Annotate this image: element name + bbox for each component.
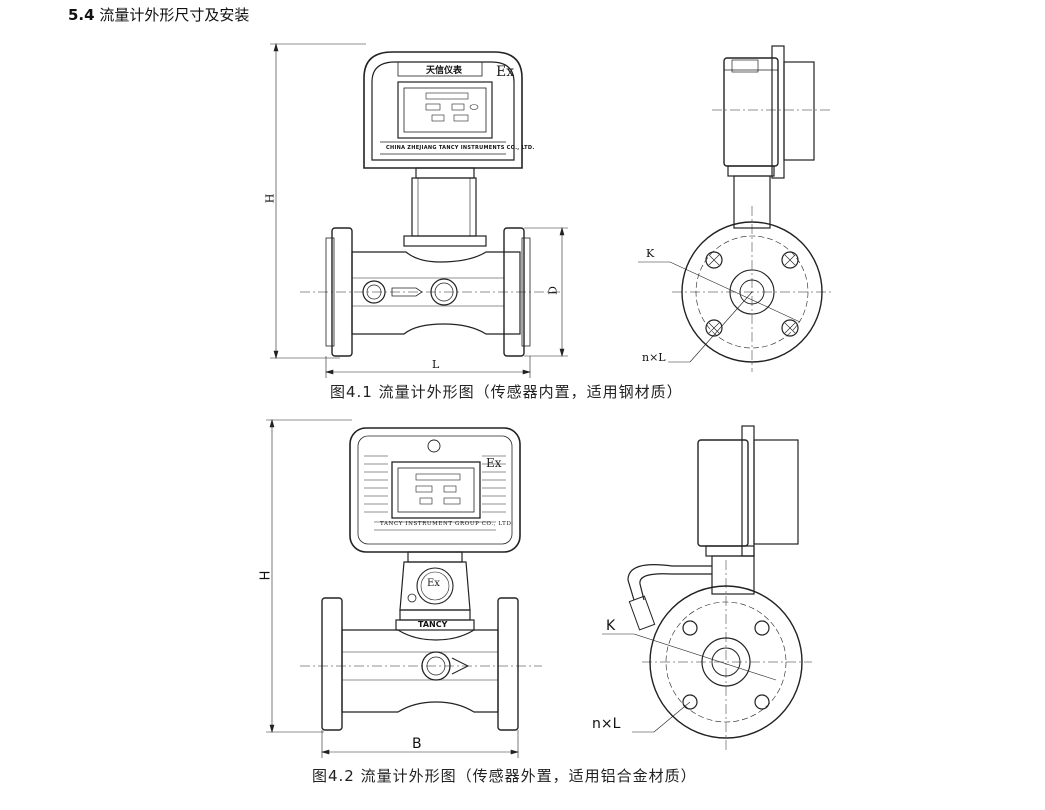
fig2-dim-nxl-label: n×L [592, 716, 621, 732]
fig2-dim-h [266, 418, 352, 734]
fig1-dim-k-label: K [646, 247, 655, 260]
fig2-company-label: TANCY INSTRUMENT GROUP CO., LTD. [380, 521, 514, 527]
fig2-front-view [300, 427, 542, 731]
fig1-dim-d [524, 226, 568, 358]
fig1-ex-mark: Ex [496, 64, 515, 80]
fig2-ex-mark: Ex [486, 456, 502, 470]
fig2-ex-small: Ex [427, 578, 440, 589]
fig1-company-label: CHINA ZHEJIANG TANCY INSTRUMENTS CO., LT… [386, 145, 535, 151]
fig2-caption: 图4.2 流量计外形图（传感器外置，适用铝合金材质） [312, 767, 697, 785]
fig1-front-view [300, 51, 560, 357]
fig1-brand-label: 天信仪表 [426, 66, 463, 76]
fig2-dim-h-label: H [258, 570, 274, 581]
fig1-dim-l-label: L [432, 358, 440, 371]
fig2-dim-k-label: K [606, 618, 616, 634]
fig1-dim-d-label: D [546, 286, 560, 295]
fig1-dim-h-label: H [263, 193, 277, 204]
fig1-dim-l [324, 356, 532, 378]
fig2-dim-b-label: B [412, 736, 422, 752]
section-title: 流量计外形尺寸及安装 [99, 6, 250, 24]
fig2-tancy-label: TANCY [418, 620, 448, 629]
fig1-caption: 图4.1 流量计外形图（传感器内置，适用钢材质） [330, 383, 683, 401]
fig1-dim-nxl-label: n×L [642, 351, 666, 364]
fig1-side-view [638, 45, 832, 372]
fig2-dim-b [320, 730, 520, 758]
fig1-dim-h [270, 42, 366, 360]
fig2-side-view [602, 425, 812, 752]
section-heading: 5.4 流量计外形尺寸及安装 [68, 4, 249, 25]
section-number: 5.4 [68, 6, 95, 24]
